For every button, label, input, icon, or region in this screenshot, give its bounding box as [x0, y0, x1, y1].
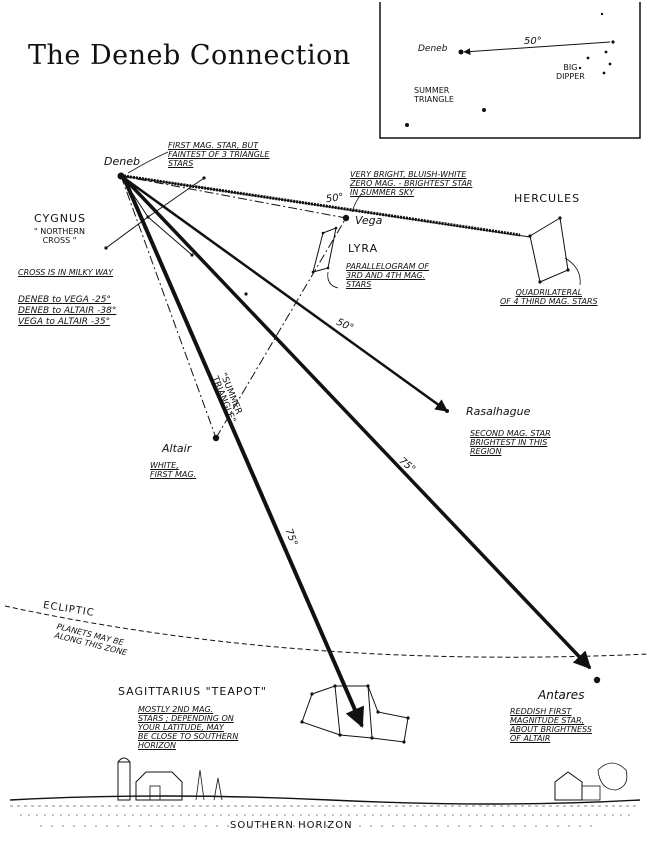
hercules-label: HERCULES: [514, 192, 581, 205]
leader-lines: [127, 151, 581, 289]
distances-note: DENEB to VEGA -25°DENEB to ALTAIR -38°VE…: [18, 295, 117, 327]
southern-horizon-label: SOUTHERN HORIZON: [230, 820, 353, 831]
altair-label: Altair: [162, 442, 192, 455]
vega-star: [342, 214, 350, 222]
antares-star: [593, 676, 601, 684]
pointer-arrows: [122, 174, 592, 728]
lyra-label: LYRA: [348, 242, 379, 255]
hercules-lines: [529, 217, 569, 283]
altair-note: WHITE,FIRST MAG.: [150, 461, 197, 479]
milky-way-note: CROSS IS IN MILKY WAY: [18, 268, 113, 277]
cygnus-lines: [105, 175, 205, 256]
inset-deneb-star: [458, 49, 464, 55]
cygnus-label: CYGNUS: [34, 212, 86, 225]
stars: [104, 172, 601, 744]
vega-label: Vega: [355, 214, 383, 227]
rasalhague-star: [445, 409, 449, 413]
summer-triangle-lines: [120, 175, 347, 439]
sagittarius-label: SAGITTARIUS "TEAPOT": [118, 685, 267, 698]
inset-deneb-label: Deneb: [418, 44, 448, 54]
antares-label: Antares: [538, 688, 585, 702]
deneb-label: Deneb: [104, 155, 140, 168]
teapot-lines: [301, 685, 409, 743]
lyra-lines: [312, 227, 337, 273]
rasalhague-label: Rasalhague: [466, 405, 531, 418]
deneb-star: [117, 172, 125, 180]
inset-angle-label: 50°: [524, 36, 542, 47]
inset-map: [379, 2, 641, 139]
altair-star: [212, 434, 220, 442]
horizon-landscape: [9, 757, 641, 827]
page-title: The Deneb Connection: [28, 40, 351, 71]
